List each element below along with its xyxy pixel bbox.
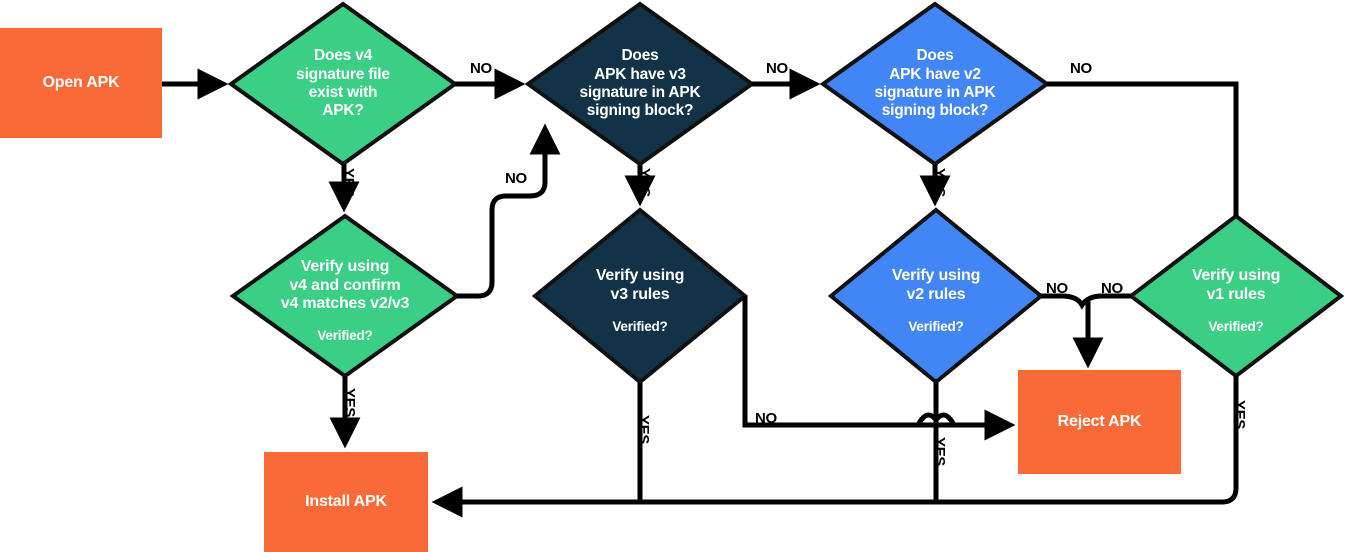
node-verify-v3-sub: Verified?: [612, 318, 668, 334]
edge-verifyv1-yes-to-install: [438, 376, 1239, 505]
edge-label-no-verify-v4: NO: [505, 170, 527, 187]
node-install-apk-label: Install APK: [305, 492, 387, 510]
node-q-v4-label: Does v4 signature file exist with APK?: [296, 47, 390, 120]
edge-label-no-qv4-qv3: NO: [470, 60, 492, 77]
node-verify-v4-sub: Verified?: [317, 328, 373, 344]
edge-qv2-no-to-verifyv1: [1047, 81, 1239, 216]
node-reject-apk-shape: [1018, 370, 1181, 474]
edge-label-yes-verify-v2: YES: [931, 437, 948, 467]
node-open-apk-shape: [0, 28, 162, 138]
node-verify-v2-label: Verify using v2 rules Verified?: [891, 267, 981, 334]
edge-label-no-verify-v1: NO: [1101, 280, 1123, 297]
edge-crossing-bridge: [915, 412, 957, 427]
edge-label-no-qv2-v1: NO: [1070, 60, 1092, 77]
edge-label-yes-qv4: YES: [340, 168, 357, 198]
node-verify-v3-label: Verify using v3 rules Verified?: [595, 267, 685, 334]
edge-verifyv4-no-to-qv3: [457, 123, 561, 299]
node-q-v3-label: Does APK have v3 signature in APK signin…: [579, 47, 701, 120]
edge-label-no-verify-v3: NO: [755, 410, 777, 427]
edge-verifyv2-no-to-reject: [1041, 293, 1131, 310]
edge-label-yes-verify-v1: YES: [1231, 400, 1248, 430]
edge-verifyv3-yes-to-install: [431, 382, 643, 518]
edge-label-no-verify-v2: NO: [1046, 280, 1068, 297]
node-q-v2-label: Does APK have v2 signature in APK signin…: [874, 47, 996, 120]
edge-label-yes-verify-v3: YES: [635, 415, 652, 445]
edge-label-yes-qv3: YES: [636, 168, 653, 198]
node-open-apk-label: Open APK: [42, 73, 120, 91]
node-verify-v1-label: Verify using v1 rules Verified?: [1191, 267, 1281, 334]
edge-label-no-qv3-qv2: NO: [766, 60, 788, 77]
edge-verifyv2-yes-to-install: [438, 382, 939, 505]
node-reject-apk-label: Reject APK: [1057, 412, 1142, 430]
edge-label-yes-qv2: YES: [931, 168, 948, 198]
edge-label-yes-verify-v4: YES: [341, 388, 358, 418]
node-install-apk-shape: [264, 452, 428, 552]
node-verify-v1-sub: Verified?: [1208, 318, 1264, 334]
node-verify-v4-label: Verify using v4 and confirm v4 matches v…: [280, 257, 410, 344]
edge-verifyv3-no-to-reject: [742, 296, 1016, 441]
node-verify-v2-sub: Verified?: [908, 318, 964, 334]
